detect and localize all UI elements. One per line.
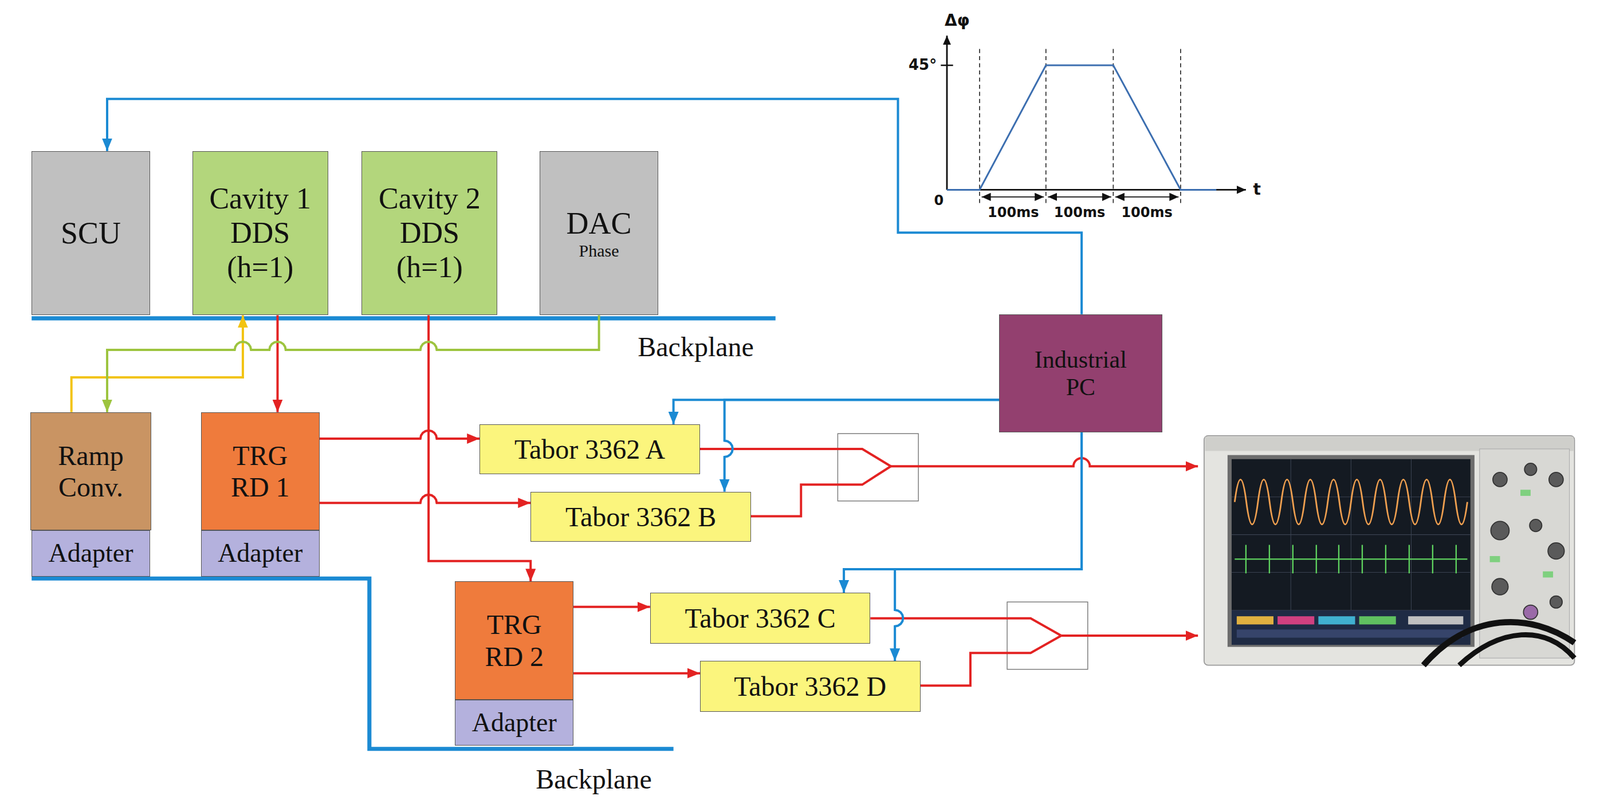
interval-arrow: [1115, 196, 1179, 198]
oscilloscope-screen: [1231, 459, 1471, 611]
signal-connector: [573, 606, 651, 609]
sine-trace: [1234, 479, 1468, 525]
bus-label: Backplane: [535, 763, 652, 796]
ramp-converter-box: Ramp Conv.: [30, 412, 151, 532]
info-tile: [1318, 616, 1355, 625]
box-text: Cavity 2 DDS (h=1): [370, 181, 489, 285]
trigger-board-box: TRG RD 2: [454, 581, 574, 701]
signal-wire: [751, 466, 891, 517]
axis-value: 0: [933, 193, 944, 210]
axis-tick: [940, 64, 953, 66]
box-text: Cavity 1 DDS (h=1): [201, 181, 320, 285]
dds-module-box: Cavity 2 DDS (h=1): [361, 151, 498, 316]
backplane-bus: [31, 316, 776, 321]
signal-connector: [276, 315, 279, 412]
generator-box: Tabor 3362 B: [530, 492, 752, 542]
box-text: Tabor 3362 A: [514, 433, 666, 466]
signal-connector: [573, 672, 701, 675]
scope-knob: [1492, 472, 1508, 487]
interval-label: 100ms: [1119, 205, 1174, 222]
box-text: Phase: [579, 241, 620, 262]
industrial-pc-box: Industrial PC: [999, 314, 1163, 434]
info-tile: [1236, 629, 1464, 638]
signal-connector: [319, 430, 481, 439]
signal-connector: [71, 315, 243, 412]
scope-knob: [1550, 596, 1563, 609]
box-text: Adapter: [217, 538, 303, 569]
box-text: Adapter: [472, 708, 557, 739]
scope-knob: [1529, 519, 1542, 532]
signal-wire: [920, 635, 1062, 686]
box-text: DAC: [566, 205, 632, 242]
scope-knob: [1490, 521, 1509, 540]
box-text: TRG RD 2: [473, 608, 556, 672]
generator-box: Tabor 3362 C: [650, 592, 871, 644]
adapter-box: Adapter: [31, 530, 151, 577]
signal-wire: [1061, 634, 1199, 638]
box-text: Ramp Conv.: [39, 439, 142, 503]
scope-cable: [1423, 622, 1575, 666]
signal-connector: [894, 432, 1082, 662]
scope-knob: [1549, 472, 1564, 487]
interval-label: 100ms: [1052, 205, 1107, 222]
backplane-bus: [31, 578, 674, 750]
adapter-box: Adapter: [201, 530, 320, 577]
signal-connector: [673, 399, 1000, 425]
box-text: Industrial PC: [1023, 346, 1139, 402]
time-marker: [979, 49, 1181, 207]
signal-connector: [107, 315, 600, 412]
box-text: Tabor 3362 C: [684, 602, 836, 635]
info-tile: [1408, 616, 1464, 625]
adapter-box: Adapter: [454, 700, 574, 747]
plot-axis: [946, 35, 949, 190]
scope-knob: [1547, 543, 1565, 560]
box-text: Adapter: [48, 538, 133, 569]
oscilloscope-bezel: [1227, 455, 1475, 648]
axis-label: Δφ: [944, 11, 970, 30]
control-panel: [1479, 449, 1570, 659]
dds-module-box: Cavity 1 DDS (h=1): [192, 151, 329, 316]
signal-wire: [700, 449, 891, 467]
info-tile: [1277, 616, 1315, 625]
box-text: Tabor 3362 B: [565, 501, 717, 533]
info-tile: [1236, 616, 1274, 625]
info-tile: [1359, 616, 1397, 625]
screen-info-bar: [1231, 610, 1471, 646]
scope-knob: [1524, 463, 1537, 476]
scope-button: [1542, 571, 1554, 579]
axis-label: t: [1252, 180, 1261, 199]
box-text: SCU: [60, 215, 121, 251]
bus-label: Backplane: [637, 331, 754, 363]
signal-connector: [724, 399, 1000, 492]
pulse-trace: [1234, 544, 1468, 574]
screen-grid: [1231, 459, 1471, 611]
box-text: Tabor 3362 D: [733, 670, 887, 703]
interval-arrow: [1047, 196, 1111, 198]
scope-knob: [1491, 578, 1509, 596]
axis-value: 45°: [908, 56, 937, 74]
phase-trace: [946, 65, 1217, 190]
signal-wire: [870, 618, 1061, 636]
interval-label: 100ms: [985, 205, 1041, 222]
box-text: TRG RD 1: [219, 439, 302, 503]
signal-connector: [319, 494, 532, 503]
control-unit-box: SCU: [31, 151, 151, 316]
scope-button: [1520, 489, 1531, 497]
signal-wire: [890, 458, 1198, 467]
oscilloscope-body: [1204, 435, 1575, 666]
scope-knob: [1523, 605, 1538, 620]
generator-box: Tabor 3362 A: [479, 424, 701, 475]
generator-box: Tabor 3362 D: [700, 661, 921, 713]
trigger-board-box: TRG RD 1: [201, 412, 320, 532]
scope-button: [1490, 556, 1501, 563]
interval-arrow: [981, 196, 1045, 198]
dac-module-box: DACPhase: [539, 151, 659, 316]
scope-cable: [1459, 634, 1575, 666]
